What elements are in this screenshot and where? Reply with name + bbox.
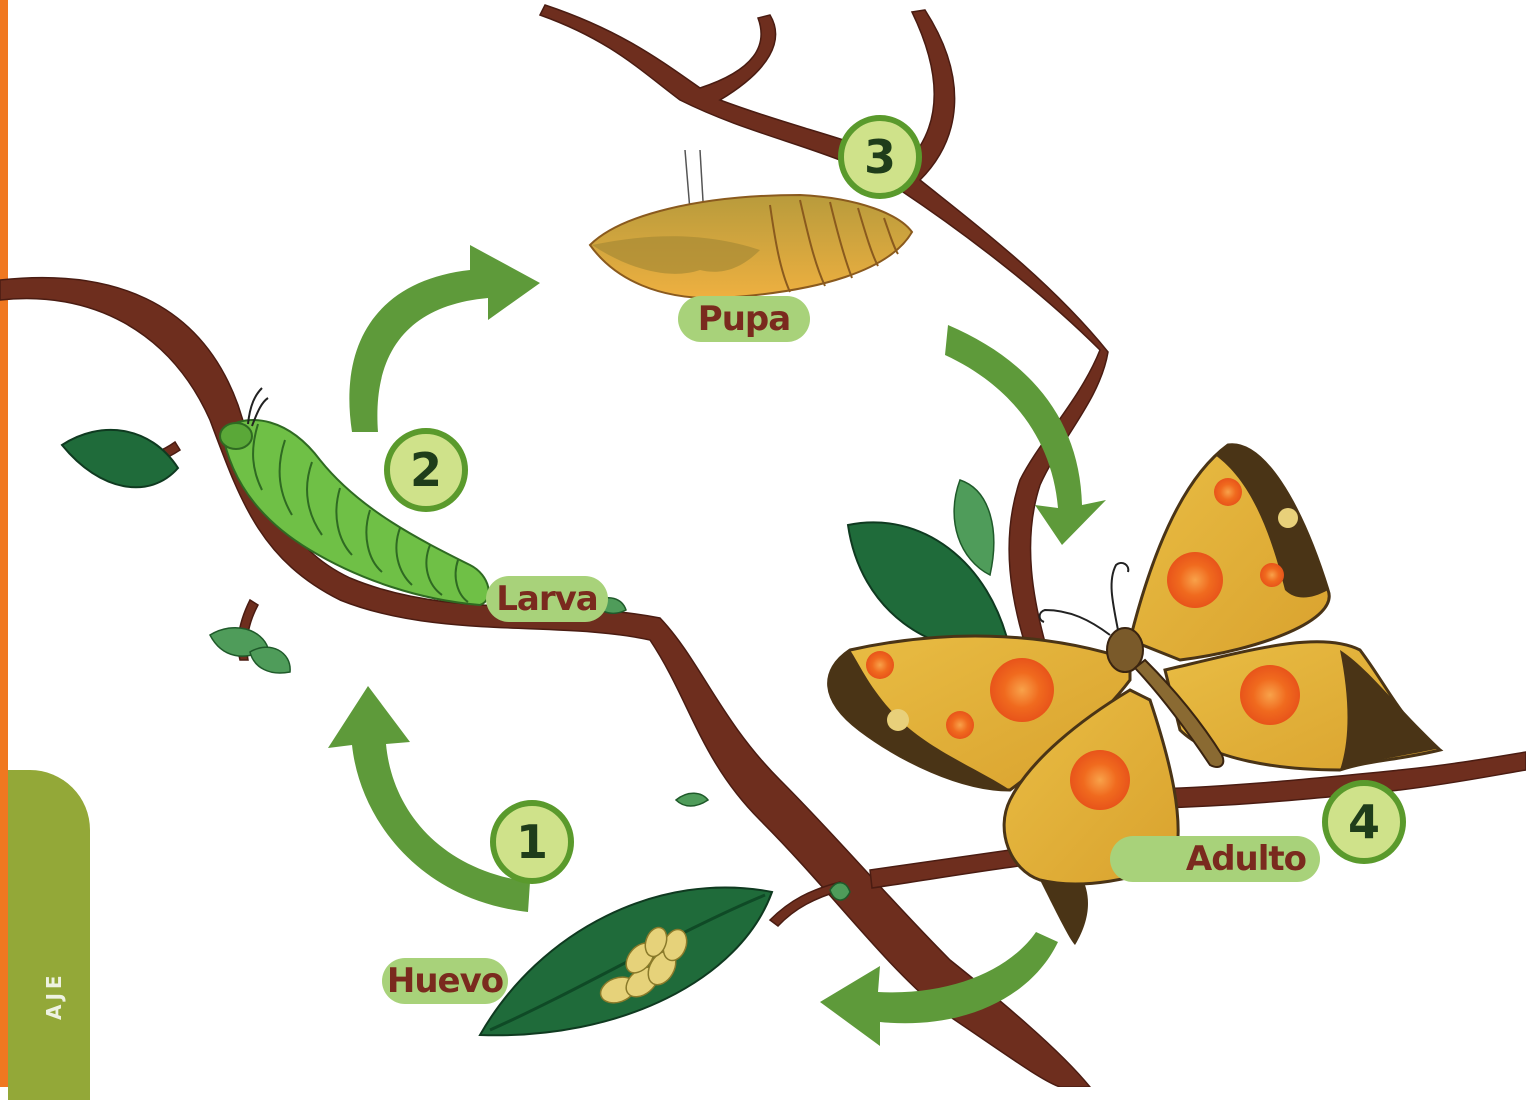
step-badge-2: 2 xyxy=(384,428,468,512)
step-badge-1: 1 xyxy=(490,800,574,884)
wing-spot xyxy=(990,658,1054,722)
stage-label-huevo: Huevo xyxy=(382,958,508,1004)
wing-spot xyxy=(1167,552,1223,608)
wing-spot xyxy=(1070,750,1130,810)
stage-label-larva: Larva xyxy=(486,576,608,622)
cycle-arrow-icon xyxy=(349,245,540,432)
wing-spot xyxy=(866,651,894,679)
caterpillar-head xyxy=(220,423,252,449)
cycle-arrow-icon xyxy=(328,686,530,912)
wing-spot xyxy=(1278,508,1298,528)
step-badge-3: 3 xyxy=(838,115,922,199)
wing-spot xyxy=(946,711,974,739)
wing-spot xyxy=(887,709,909,731)
step-badge-4: 4 xyxy=(1322,780,1406,864)
wing-spot xyxy=(1214,478,1242,506)
wing-spot xyxy=(1260,563,1284,587)
butterfly-antennae xyxy=(1040,563,1129,635)
wing-tail xyxy=(1040,880,1088,945)
stage-label-pupa: Pupa xyxy=(678,296,810,342)
stage-label-adulto: Adulto xyxy=(1110,836,1320,882)
wing-spot xyxy=(1240,665,1300,725)
leaf-icon xyxy=(250,647,290,673)
leaf-icon xyxy=(676,793,708,806)
branch-right-path xyxy=(540,5,1108,660)
leaf-icon xyxy=(62,430,178,487)
